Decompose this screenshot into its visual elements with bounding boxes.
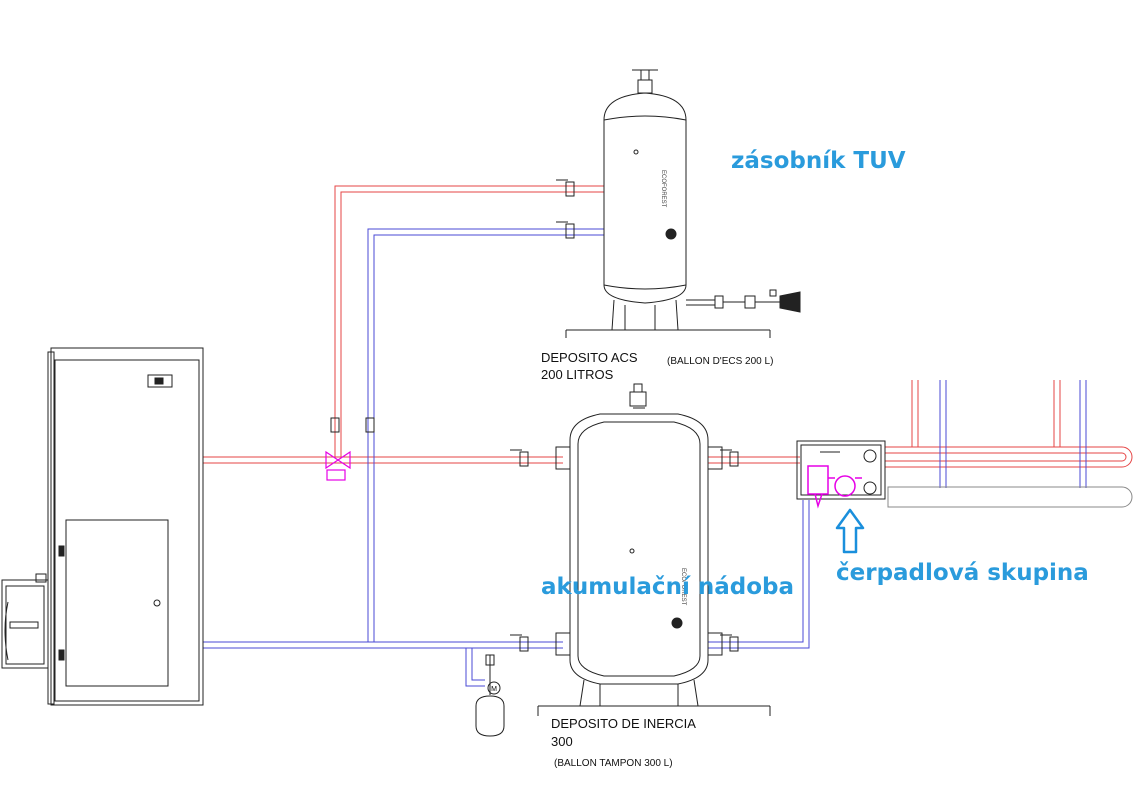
three-way-valve	[325, 450, 351, 481]
inertia-tank-label-line2: 300	[551, 734, 573, 749]
brand-upper: ECOFOREST	[660, 170, 666, 208]
annotation-dhw-tank: zásobník TUV	[731, 148, 906, 174]
expansion-vessel	[475, 654, 505, 737]
return-pipe-light	[887, 486, 1133, 508]
valves	[330, 179, 739, 652]
pump-group-unit	[796, 440, 886, 500]
boiler	[1, 347, 204, 706]
inertia-tank	[537, 383, 771, 716]
motor-symbol: M	[491, 686, 497, 693]
hot-pipes	[203, 185, 1133, 468]
inertia-ballon-label: (BALLON TAMPON 300 L)	[554, 758, 673, 769]
acs-ballon-label: (BALLON D'ECS 200 L)	[667, 356, 774, 367]
up-arrow-icon	[835, 508, 865, 554]
inertia-tank-label-line1: DEPOSITO DE INERCIA	[551, 716, 696, 731]
annotation-accumulation-tank: akumulační nádoba	[541, 574, 794, 600]
pump-group-highlight	[807, 465, 862, 509]
cold-pipes	[203, 228, 1087, 687]
acs-tank-label-line1: DEPOSITO ACS	[541, 350, 638, 365]
acs-tank-label-line2: 200 LITROS	[541, 367, 614, 382]
dhw-tank	[565, 69, 801, 338]
annotation-pump-group: čerpadlová skupina	[836, 560, 1089, 586]
